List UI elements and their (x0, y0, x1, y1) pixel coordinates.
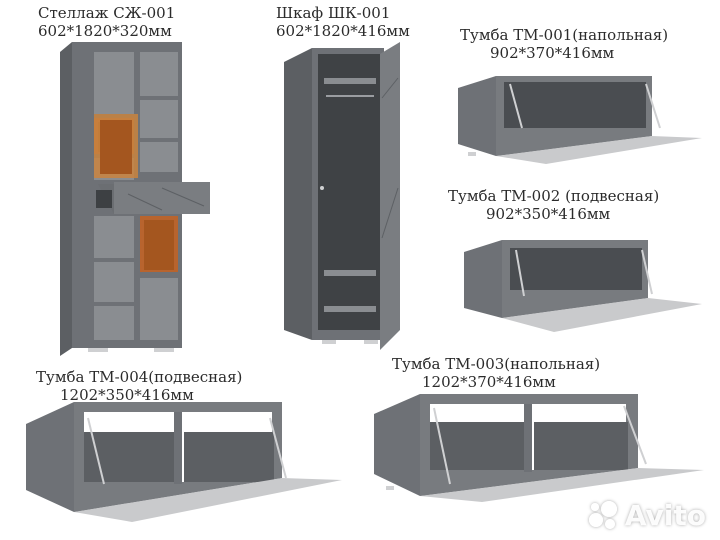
product-dims: 902*370*416мм (490, 44, 615, 62)
cabinet-tm003-image (372, 384, 708, 504)
product-dims: 902*350*416мм (486, 205, 611, 223)
caption-wardrobe: Шкаф ШК-001 602*1820*416мм (276, 4, 410, 40)
avito-logo-icon (588, 500, 619, 531)
product-name: Тумба ТМ-004(подвесная) (36, 368, 243, 386)
caption-shelving: Стеллаж СЖ-001 602*1820*320мм (38, 4, 175, 40)
shelving-unit-image (58, 42, 218, 358)
product-dims: 1202*370*416мм (422, 373, 556, 391)
product-dims: 1202*350*416мм (60, 386, 194, 404)
product-dims: 602*1820*416мм (276, 22, 410, 40)
caption-cabinet-tm001: Тумба ТМ-001(напольная) 902*370*416мм (460, 26, 668, 62)
caption-cabinet-tm004: Тумба ТМ-004(подвесная) 1202*350*416мм (36, 368, 242, 404)
watermark-text: Avito (624, 499, 706, 532)
wardrobe-image (282, 38, 406, 354)
caption-cabinet-tm003: Тумба ТМ-003(напольная) 1202*370*416мм (392, 355, 600, 391)
product-name: Тумба ТМ-002 (подвесная) (448, 187, 660, 205)
cabinet-tm001-image (456, 76, 704, 168)
caption-cabinet-tm002: Тумба ТМ-002 (подвесная) 902*350*416мм (448, 187, 659, 223)
product-name: Тумба ТМ-003(напольная) (392, 355, 601, 373)
product-name: Тумба ТМ-001(напольная) (460, 26, 669, 44)
product-name: Шкаф ШК-001 (276, 4, 391, 22)
cabinet-tm004-image (24, 394, 344, 524)
watermark-avito: Avito (588, 499, 706, 532)
product-dims: 602*1820*320мм (38, 22, 172, 40)
cabinet-tm002-image (462, 238, 706, 336)
product-name: Стеллаж СЖ-001 (38, 4, 176, 22)
